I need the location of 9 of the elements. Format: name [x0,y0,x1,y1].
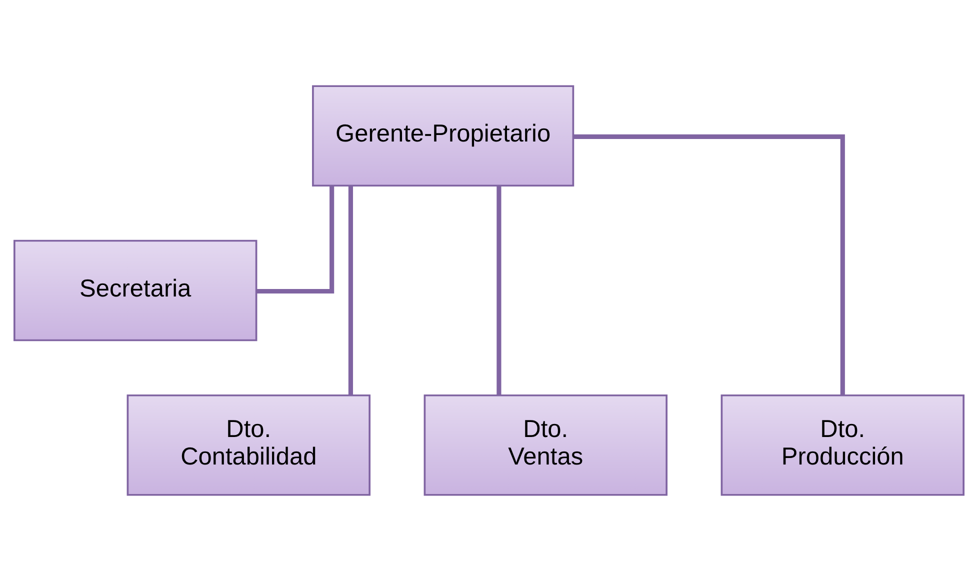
connector [496,186,502,396]
connector [348,186,354,396]
node-box: Secretaria [14,240,258,342]
connector [256,186,334,294]
node-box: Dto. Producción [720,394,964,496]
connector [573,134,845,395]
node-box: Dto. Ventas [424,394,668,496]
node-box: Dto. Contabilidad [126,394,370,496]
node-box: Gerente-Propietario [312,85,574,187]
